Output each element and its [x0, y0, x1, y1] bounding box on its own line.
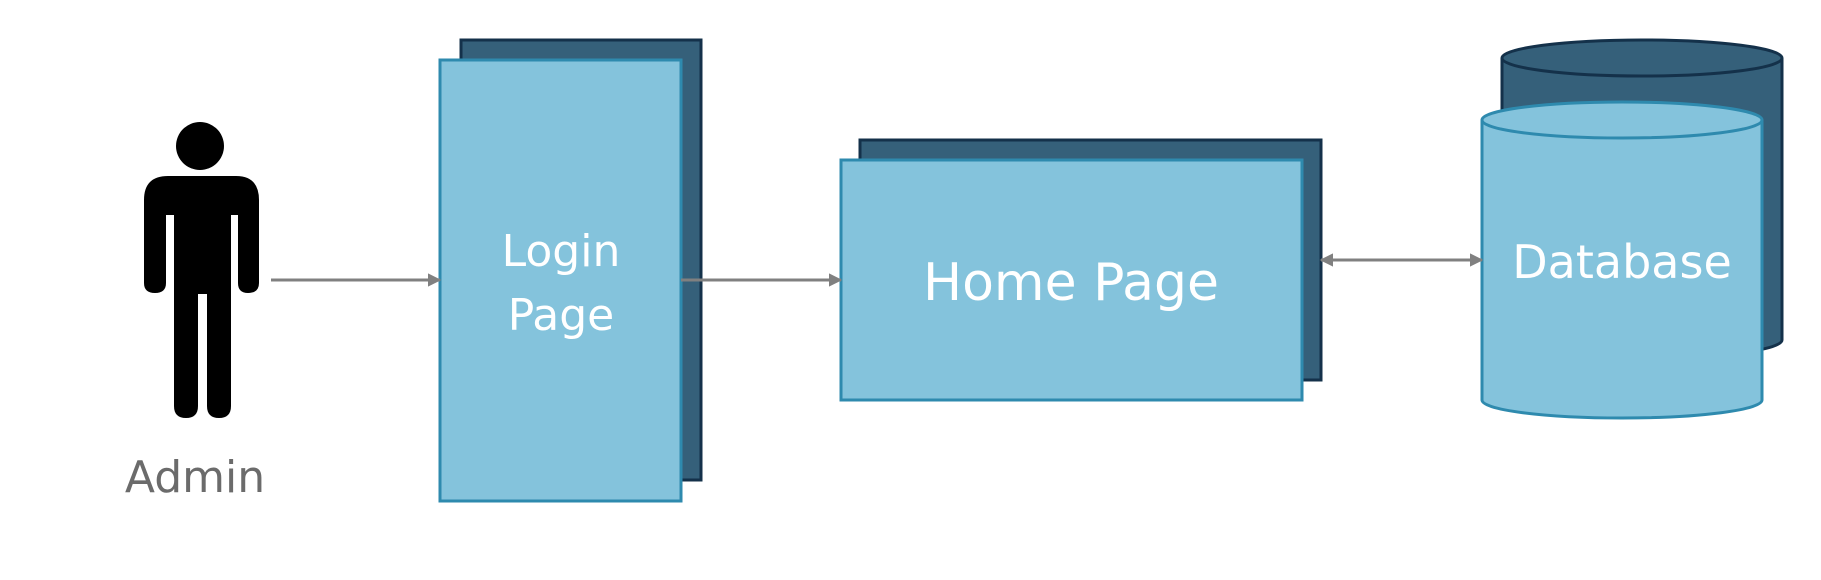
admin-label: Admin: [125, 452, 265, 503]
home-page-label: Home Page: [923, 253, 1219, 313]
admin-actor: Admin: [125, 122, 265, 503]
database-icon: [1480, 100, 1764, 420]
login-page-label-line2: Page: [508, 290, 615, 341]
database-node: Database: [1480, 38, 1784, 420]
home-page-node: Home Page: [839, 138, 1323, 402]
login-page-label-line1: Login: [502, 226, 621, 277]
login-page-box: [438, 58, 683, 503]
person-icon: [144, 122, 259, 418]
login-page-node: Login Page: [438, 38, 703, 503]
home-page-box: [839, 158, 1304, 402]
database-label: Database: [1512, 235, 1732, 289]
